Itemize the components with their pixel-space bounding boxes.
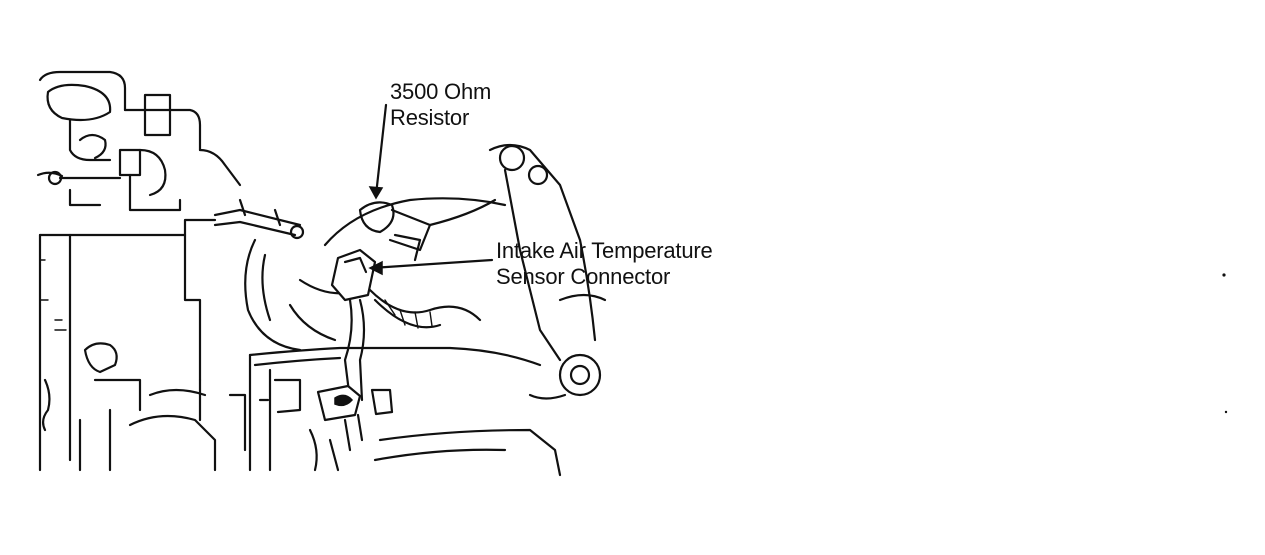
iat-connector-callout-line2: Sensor Connector bbox=[496, 264, 671, 289]
speck bbox=[1224, 410, 1228, 414]
resistor-leader bbox=[374, 103, 388, 197]
resistor-callout-line2: Resistor bbox=[390, 105, 470, 130]
speck bbox=[1222, 273, 1226, 277]
intake-plenum bbox=[248, 346, 562, 477]
iat-leader bbox=[370, 258, 494, 270]
harness bbox=[316, 198, 497, 452]
iat-connector-callout-line1: Intake Air Temperature bbox=[496, 238, 713, 263]
throttle-body bbox=[244, 143, 607, 400]
leader-lines bbox=[368, 103, 494, 276]
resistor-callout: 3500 Ohm Resistor bbox=[390, 79, 491, 131]
iat-connector-callout: Intake Air Temperature Sensor Connector bbox=[496, 238, 713, 290]
engine-block bbox=[36, 70, 247, 472]
resistor-callout-line1: 3500 Ohm bbox=[390, 79, 492, 104]
resistor-arrowhead bbox=[368, 186, 384, 200]
fuel-line bbox=[213, 198, 305, 240]
iat-arrowhead bbox=[368, 260, 383, 276]
